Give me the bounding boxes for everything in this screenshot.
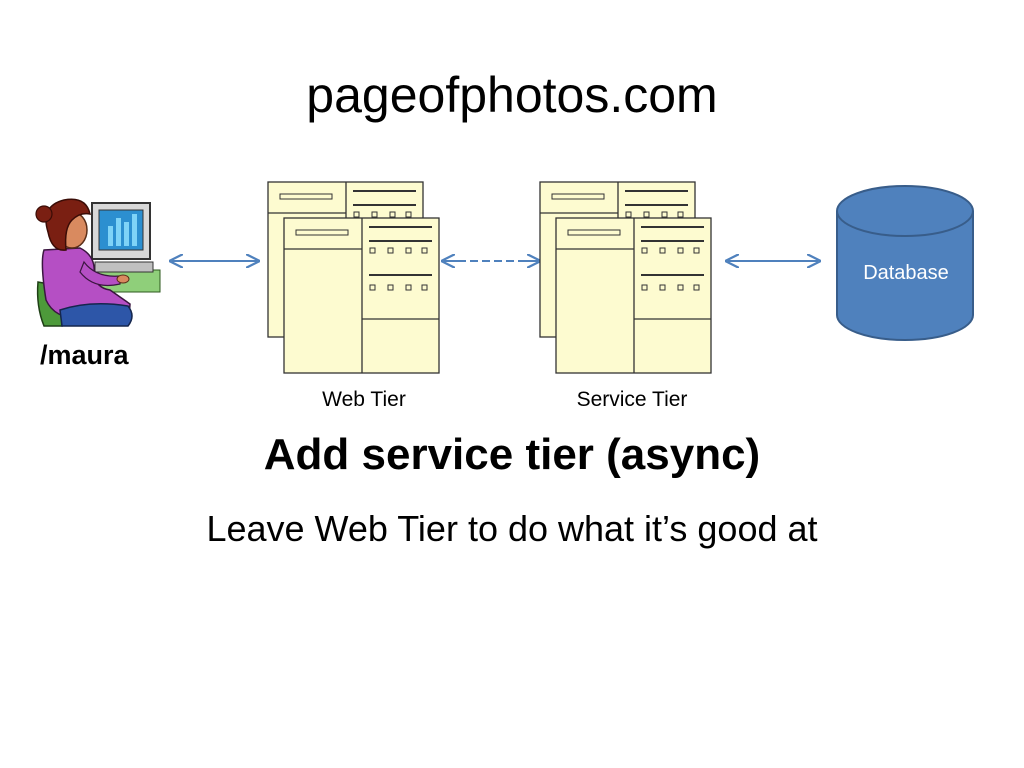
- slide-title: pageofphotos.com: [306, 67, 718, 123]
- slide-subline: Leave Web Tier to do what it’s good at: [206, 508, 818, 549]
- database-cylinder-icon: [836, 185, 974, 341]
- web-tier-server-icon: [267, 181, 440, 374]
- service-tier-server-icon: [539, 181, 712, 374]
- person-at-computer-icon: [35, 198, 161, 327]
- database-label: Database: [863, 262, 949, 284]
- service-tier-label: Service Tier: [576, 388, 688, 411]
- user-label: /maura: [40, 340, 129, 370]
- slide-headline: Add service tier (async): [263, 430, 761, 479]
- web-tier-label: Web Tier: [322, 388, 406, 411]
